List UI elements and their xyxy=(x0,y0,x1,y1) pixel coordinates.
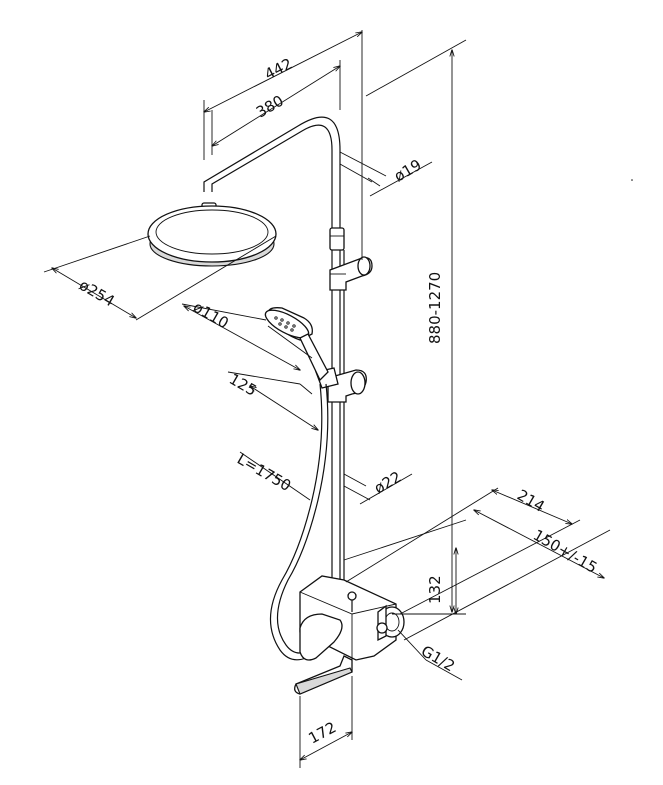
shower-hose xyxy=(269,383,329,661)
dimension-dia-19: ø19 xyxy=(339,151,433,197)
dimension-150: 150+/-15 xyxy=(403,510,611,641)
dim-132-text: 132 xyxy=(426,575,444,604)
stray-dot xyxy=(631,179,633,181)
dim-150-text: 150+/-15 xyxy=(530,526,600,577)
dimension-880-1270: 880-1270 xyxy=(365,39,467,612)
dim-dia19-text: ø19 xyxy=(391,156,424,186)
dim-dia254-text: ø254 xyxy=(76,276,118,310)
bath-spout xyxy=(294,655,353,695)
dim-880-1270-text: 880-1270 xyxy=(426,272,444,344)
dimension-g12: G1/2 xyxy=(397,629,463,681)
mixer-lever xyxy=(299,613,343,661)
dimension-125: 125 xyxy=(226,370,318,430)
dim-125-text: 125 xyxy=(226,370,260,400)
upper-slide-clamp xyxy=(329,256,373,291)
dimension-hose-length: L=1750 xyxy=(234,450,311,501)
dim-dia22-text: ø22 xyxy=(371,468,404,498)
diverter-knob xyxy=(347,591,357,612)
hand-shower xyxy=(264,307,329,382)
dim-172-text: 172 xyxy=(305,718,339,747)
dimension-132: 132 xyxy=(343,519,467,614)
telescopic-joint xyxy=(329,227,345,251)
dim-dia110-text: ø110 xyxy=(190,298,232,332)
dim-g12-text: G1/2 xyxy=(418,642,458,675)
wall-connection xyxy=(376,604,405,642)
overhead-shower-head xyxy=(147,205,277,267)
dimension-dia-22: ø22 xyxy=(343,468,413,505)
dim-hose-length-text: L=1750 xyxy=(234,450,294,495)
dim-442-text: 442 xyxy=(262,55,296,84)
